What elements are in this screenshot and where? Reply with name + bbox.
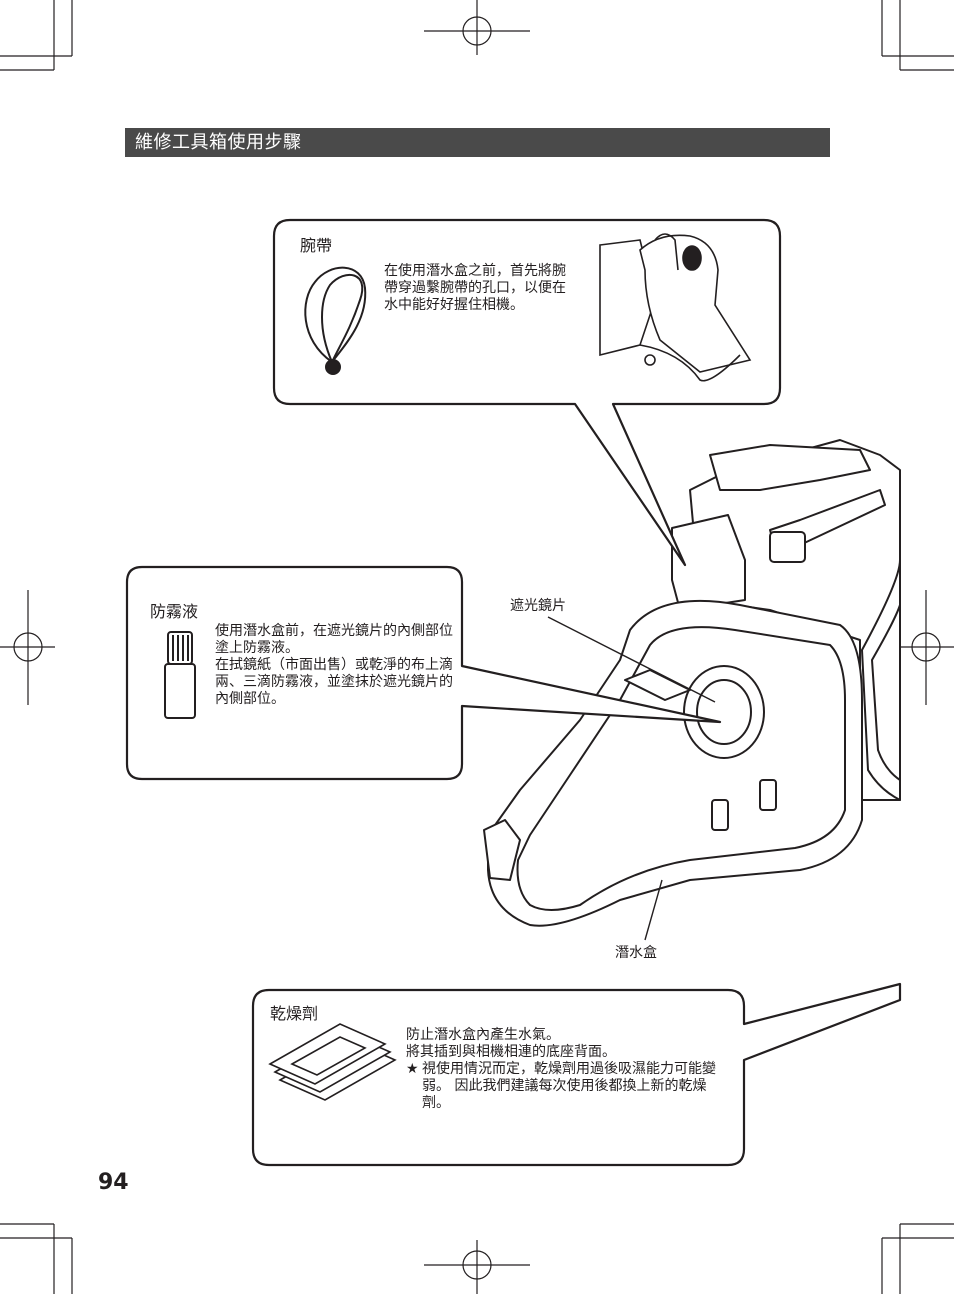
- page-number: 94: [98, 1170, 129, 1195]
- hand-strap-illustration: [599, 233, 752, 382]
- desiccant-note-text: 視使用情況而定，乾燥劑用過後吸濕能力可能變弱。 因此我們建議每次使用後都換上新的…: [422, 1061, 716, 1111]
- antifog-paragraph-1: 使用潛水盒前，在遮光鏡片的內側部位塗上防霧液。: [215, 623, 453, 656]
- strap-text: 在使用潛水盒之前，首先將腕帶穿過繫腕帶的孔口，以便在水中能好好握住相機。: [384, 263, 566, 313]
- strap-title: 腕帶: [300, 236, 333, 255]
- note-star-icon: ★: [406, 1061, 419, 1077]
- desiccant-line-1: 防止潛水盒內產生水氣。: [406, 1027, 560, 1043]
- hood-lens-label: 遮光鏡片: [510, 598, 566, 614]
- antifog-paragraph-2: 在拭鏡紙（市面出售）或乾淨的布上滴兩、三滴防霧液，並塗抹於遮光鏡片的內側部位。: [215, 657, 453, 707]
- leader-lines: [547, 616, 716, 941]
- desiccant-title: 乾燥劑: [270, 1004, 319, 1023]
- housing-illustration: [483, 439, 901, 927]
- housing-label: 潛水盒: [615, 945, 657, 961]
- antifog-text: 使用潛水盒前，在遮光鏡片的內側部位塗上防霧液。 在拭鏡紙（市面出售）或乾淨的布上…: [215, 623, 453, 708]
- desiccant-note: ★ 視使用情況而定，乾燥劑用過後吸濕能力可能變弱。 因此我們建議每次使用後都換上…: [406, 1061, 731, 1112]
- wrist-strap-icon: [304, 266, 367, 375]
- desiccant-line-2: 將其插到與相機相連的底座背面。: [406, 1044, 616, 1060]
- antifog-bottle-icon: [164, 631, 196, 719]
- section-title: 維修工具箱使用步驟: [125, 128, 830, 157]
- antifog-title: 防霧液: [150, 602, 199, 621]
- desiccant-packets-icon: [268, 1023, 397, 1101]
- desiccant-text: 防止潛水盒內產生水氣。 將其插到與相機相連的底座背面。 ★ 視使用情況而定，乾燥…: [406, 1027, 731, 1112]
